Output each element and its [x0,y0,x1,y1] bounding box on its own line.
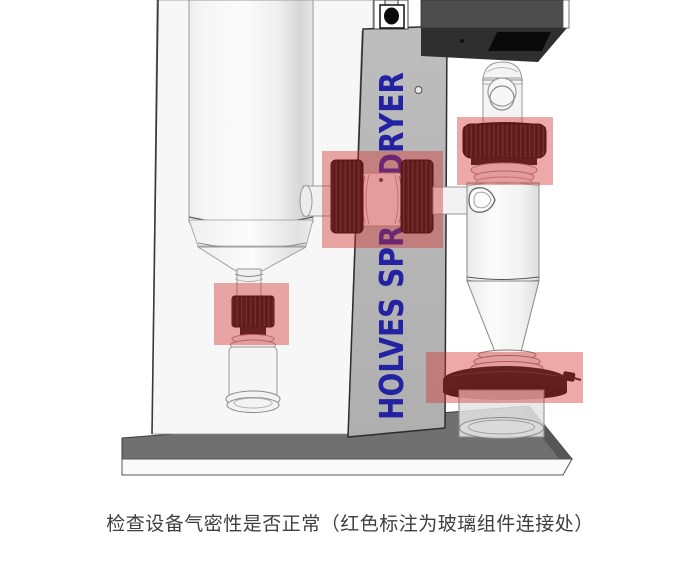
highlight-cyclone-inlet [457,117,553,185]
spray-assembly [299,159,471,234]
chamber-collection-bottle [225,346,281,413]
chamber-lower-cone [196,246,307,272]
cyclone-inlet-pipe [432,186,471,215]
spray-coupling-left [330,159,364,234]
highlight-spray-connection [322,151,443,248]
cyclone-cone [466,280,540,353]
cyclone-separator [443,61,582,439]
panel-screw [414,86,423,94]
vent-opening [488,32,551,51]
cyclone-collection-bottle [458,389,545,439]
top-housing [373,0,570,62]
highlight-cyclone-collection [426,352,583,403]
tower-panel: HOLVES SPRAY DRYER [347,25,448,438]
top-box [420,0,568,29]
caption-text: 检查设备气密性是否正常（红色标注为玻璃组件连接处） [106,513,594,535]
glass-connection-highlights [214,117,583,403]
chamber-outlet-neck [236,268,262,299]
highlight-chamber-outlet [214,283,289,345]
drying-chamber [188,0,314,299]
brand-label: HOLVES SPRAY DRYER [372,72,411,420]
chamber-upper-cone [188,219,314,247]
control-knob [384,7,399,25]
spray-dryer-illustration: HOLVES SPRAY DRYER [121,0,583,476]
cyclone-elbow [482,61,523,83]
